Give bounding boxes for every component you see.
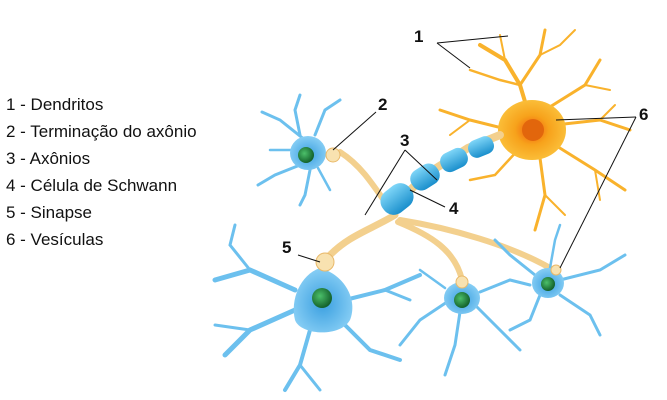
legend-item-terminacao: 2 - Terminação do axônio xyxy=(6,122,197,141)
terminal-middle xyxy=(455,275,469,289)
legend-list: 1 - Dendritos 2 - Terminação do axônio 3… xyxy=(6,95,197,257)
axon-terminal-2 xyxy=(325,147,341,163)
callout-2: 2 xyxy=(378,95,387,114)
blue-neuron-right xyxy=(493,223,627,337)
legend-item-axonios: 3 - Axônios xyxy=(6,149,91,168)
nucleus-right xyxy=(541,277,555,291)
nucleus-bottom xyxy=(312,288,332,308)
callout-6: 6 xyxy=(639,105,648,124)
nucleus-middle xyxy=(454,292,470,308)
legend-item-schwann: 4 - Célula de Schwann xyxy=(6,176,178,195)
terminal-right xyxy=(550,264,562,276)
blue-neuron-middle xyxy=(398,268,532,377)
blue-neuron-top-left xyxy=(256,93,342,207)
callout-3: 3 xyxy=(400,131,409,150)
callout-1: 1 xyxy=(414,27,423,46)
leader-lines xyxy=(297,35,637,269)
myelin-sheath xyxy=(380,131,504,215)
callout-4: 4 xyxy=(449,199,459,218)
callout-5: 5 xyxy=(282,238,291,257)
legend-item-sinapse: 5 - Sinapse xyxy=(6,203,92,222)
blue-neuron-bottom xyxy=(212,223,422,392)
nucleus-top-left xyxy=(298,147,314,163)
synapse-terminal-5 xyxy=(315,252,335,272)
legend-item-dendritos: 1 - Dendritos xyxy=(6,95,104,114)
orange-nucleus xyxy=(522,119,544,141)
legend-item-vesiculas: 6 - Vesículas xyxy=(6,230,104,249)
